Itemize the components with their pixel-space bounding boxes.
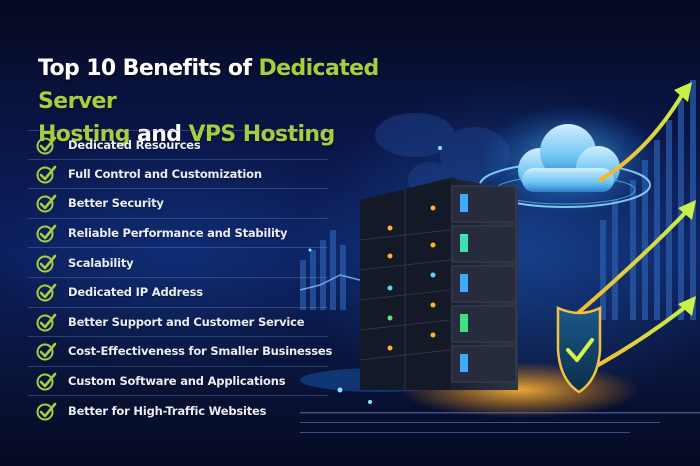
title-part-1: Top 10 Benefits of (38, 56, 259, 81)
title-part-and: and (129, 122, 189, 147)
benefit-label: Better Security (68, 196, 164, 211)
check-circle-icon (36, 313, 57, 332)
benefit-label: Dedicated Resources (68, 137, 201, 152)
title-highlight-vps: VPS Hosting (188, 122, 335, 147)
benefit-label: Better for High-Traffic Websites (68, 404, 267, 419)
list-item: Custom Software and Applications (28, 367, 328, 397)
benefit-label: Dedicated IP Address (68, 285, 203, 300)
check-circle-icon (36, 372, 57, 391)
check-circle-icon (36, 402, 57, 421)
list-item: Reliable Performance and Stability (28, 219, 328, 249)
security-shield-icon (556, 305, 602, 394)
list-item: Scalability (28, 248, 328, 278)
hosting-illustration (300, 60, 700, 466)
check-circle-icon (36, 136, 57, 155)
list-item: Cost-Effectiveness for Smaller Businesse… (28, 337, 332, 367)
check-circle-icon (36, 195, 57, 213)
benefit-label: Cost-Effectiveness for Smaller Businesse… (68, 344, 333, 359)
check-circle-icon (36, 283, 57, 302)
cloud-icon (518, 124, 620, 192)
check-circle-icon (36, 343, 57, 361)
server-rack-icon (359, 178, 518, 390)
list-item: Full Control and Customization (28, 160, 328, 190)
check-circle-icon (36, 254, 57, 273)
check-circle-icon (36, 165, 57, 184)
list-item: Better Support and Customer Service (28, 308, 328, 338)
benefit-label: Reliable Performance and Stability (68, 226, 288, 241)
list-item: Better for High-Traffic Websites (28, 396, 328, 426)
list-item: Better Security (28, 189, 328, 219)
list-item: Dedicated Resources (28, 130, 328, 160)
title-highlight-hosting: Hosting (38, 122, 130, 147)
benefits-list: Dedicated Resources Full Control and Cus… (28, 130, 332, 426)
title-highlight-dedicated: Dedicated Server (38, 56, 379, 114)
check-circle-icon (36, 224, 57, 243)
benefit-label: Full Control and Customization (68, 166, 262, 181)
benefit-label: Custom Software and Applications (68, 374, 286, 389)
list-item: Dedicated IP Address (28, 278, 328, 308)
benefit-label: Scalability (68, 255, 134, 270)
benefit-label: Better Support and Customer Service (68, 314, 305, 329)
